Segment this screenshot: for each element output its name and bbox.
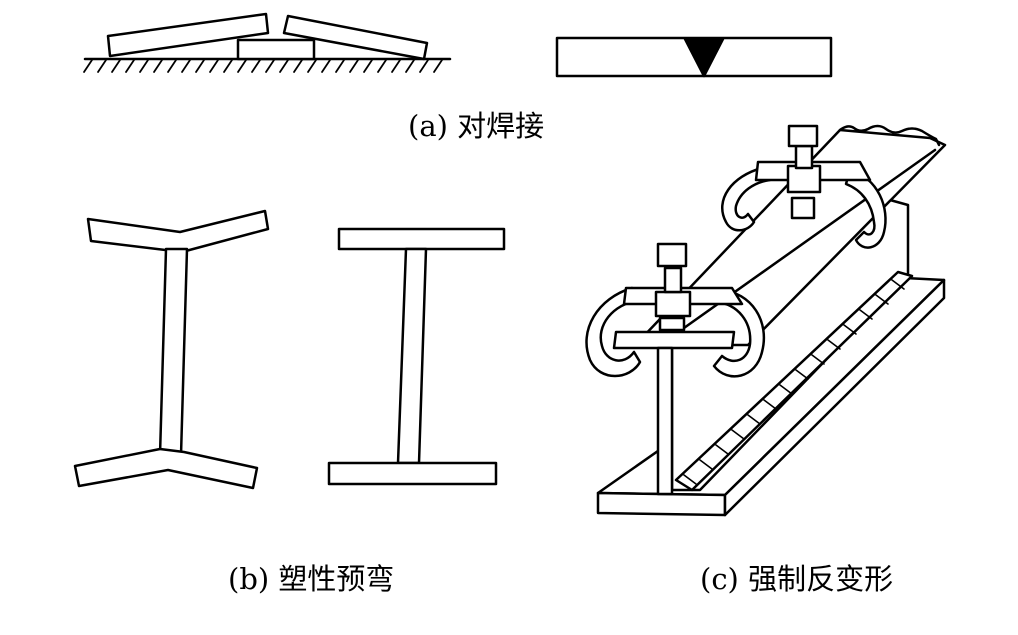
front-screw-head	[658, 244, 686, 266]
front-screw-nut	[656, 292, 690, 316]
rear-clamp	[722, 126, 885, 248]
rear-screw-nut	[788, 166, 820, 192]
panel-a-weld-plate	[557, 38, 831, 76]
rear-screw-head	[789, 126, 817, 146]
bent-web	[160, 249, 187, 455]
backing-block	[238, 40, 314, 59]
flange-edge	[660, 150, 935, 345]
straight-web	[398, 249, 426, 463]
weld-bead	[676, 272, 912, 490]
caption-forced-reverse-deformation: (c) 强制反变形	[700, 562, 894, 596]
front-clamp	[586, 244, 763, 494]
base-plate-front	[598, 493, 725, 515]
left-plate	[108, 14, 268, 56]
rear-clamp-right-arm	[846, 170, 886, 248]
front-clamp-left-arm	[586, 288, 640, 376]
panel-b-straight-beam	[329, 229, 504, 484]
bent-top-flange	[88, 211, 268, 252]
weld-ripples	[684, 280, 904, 484]
front-screw-tip	[660, 318, 684, 330]
front-clamp-right-arm	[714, 290, 764, 376]
panel-b-bent-beam	[75, 211, 268, 488]
caption-plastic-prebend: (b) 塑性预弯	[228, 562, 395, 596]
right-plate	[284, 16, 427, 59]
base-plate-side	[725, 280, 944, 515]
v-groove	[685, 39, 723, 76]
rear-screw-rod	[796, 146, 812, 168]
flange-torn-end	[840, 126, 939, 145]
rear-screw-tip	[792, 198, 814, 218]
straight-top-flange	[339, 229, 504, 249]
front-screw-rod	[665, 268, 681, 292]
bent-bottom-flange	[75, 449, 257, 488]
front-clamp-bar	[614, 332, 734, 348]
straight-bottom-flange	[329, 463, 496, 484]
panel-c-clamp-assembly	[586, 126, 945, 515]
front-clamp-leg	[658, 348, 672, 494]
caption-butt-weld: (a) 对焊接	[408, 109, 545, 143]
panel-a-plates	[84, 14, 450, 72]
rear-clamp-left-arm	[722, 168, 770, 230]
ground-hatching	[84, 60, 442, 72]
